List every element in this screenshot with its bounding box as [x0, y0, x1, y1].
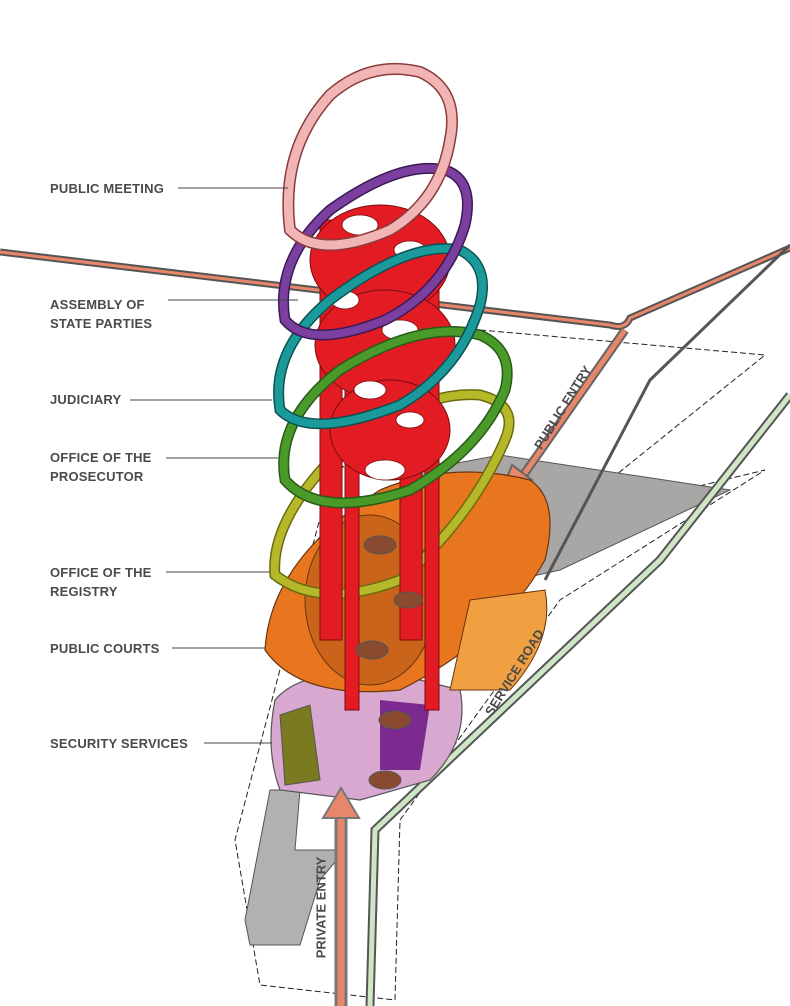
label-assembly: ASSEMBLY OF STATE PARTIES [50, 295, 152, 333]
label-prosecutor: OFFICE OF THE PROSECUTOR [50, 448, 152, 486]
label-prosecutor-line2: PROSECUTOR [50, 469, 144, 484]
label-assembly-line1: ASSEMBLY OF [50, 297, 145, 312]
label-registry-line2: REGISTRY [50, 584, 118, 599]
label-judiciary: JUDICIARY [50, 392, 122, 407]
label-registry-line1: OFFICE OF THE [50, 565, 152, 580]
tower-shafts [355, 535, 423, 790]
annotation-private-entry: PRIVATE ENTRY [313, 856, 329, 959]
label-registry: OFFICE OF THE REGISTRY [50, 563, 152, 601]
label-assembly-line2: STATE PARTIES [50, 316, 153, 331]
leader-lines [130, 187, 298, 744]
label-public-courts: PUBLIC COURTS [50, 641, 160, 656]
service-road-inner [543, 243, 790, 581]
label-public-meeting: PUBLIC MEETING [50, 181, 165, 196]
label-prosecutor-line1: OFFICE OF THE [50, 450, 152, 465]
label-security-services: SECURITY SERVICES [50, 736, 189, 751]
ground-ramp [244, 789, 347, 946]
site-boundary [234, 329, 767, 1001]
